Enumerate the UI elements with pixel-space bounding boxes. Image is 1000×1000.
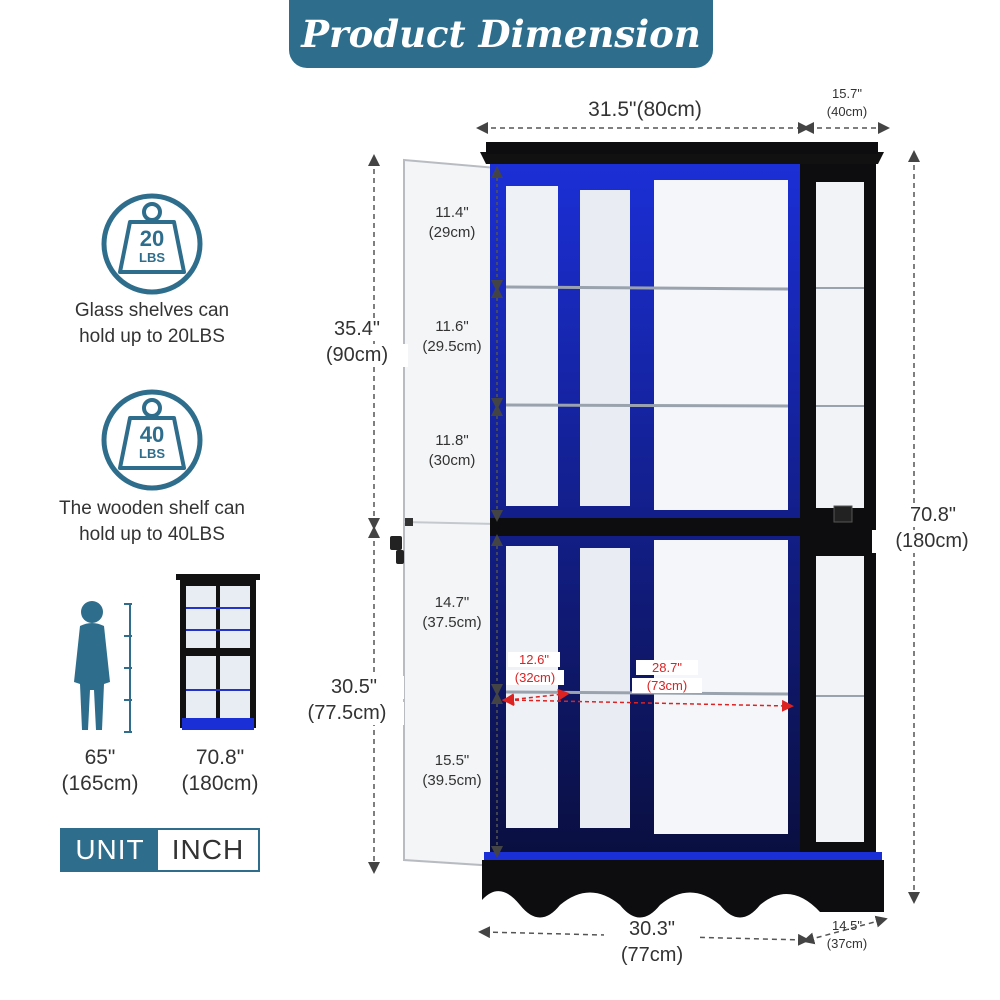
unit-indicator: UNIT INCH bbox=[60, 828, 260, 872]
shelf5-in: 15.5" bbox=[434, 752, 470, 769]
upper-height-in: 35.4" bbox=[312, 318, 402, 341]
unit-value: INCH bbox=[171, 834, 245, 865]
total-height-cm: (180cm) bbox=[872, 530, 992, 553]
lower-height-in: 30.5" bbox=[304, 676, 404, 699]
shelf1-cm: (29cm) bbox=[428, 224, 476, 241]
shelf2-in: 11.6" bbox=[435, 318, 469, 335]
badge-40-unit: LBS bbox=[139, 446, 165, 461]
dimension-lines bbox=[368, 122, 920, 946]
badge-20-unit: LBS bbox=[139, 250, 165, 265]
base-depth-cm: (37cm) bbox=[826, 936, 868, 951]
base-width-in: 30.3" bbox=[604, 918, 700, 941]
page-title: Product Dimension bbox=[289, 0, 713, 68]
badge-40-caption-2: hold up to 40LBS bbox=[79, 524, 225, 545]
inner-width-cm: (73cm) bbox=[632, 678, 702, 693]
lower-height-cm: (77.5cm) bbox=[290, 702, 404, 725]
top-depth-in: 15.7" bbox=[832, 86, 862, 101]
person-height-in: 65" bbox=[84, 746, 116, 769]
display-cabinet bbox=[480, 142, 884, 918]
cabinet-height-in: 70.8" bbox=[195, 746, 245, 769]
inner-dimension-lines bbox=[502, 688, 794, 712]
badge-40-caption-1: The wooden shelf can bbox=[59, 498, 245, 519]
shelf4-cm: (37.5cm) bbox=[422, 614, 482, 631]
cabinet-thumbnail bbox=[176, 574, 260, 730]
shelf3-in: 11.8" bbox=[435, 432, 469, 449]
top-width-label: 31.5"(80cm) bbox=[588, 98, 702, 121]
person-silhouette-icon bbox=[74, 601, 110, 730]
top-depth-cm: (40cm) bbox=[826, 104, 868, 119]
cabinet-height-cm: (180cm) bbox=[181, 772, 259, 795]
inner-width-in: 28.7" bbox=[636, 660, 698, 675]
inner-depth-cm: (32cm) bbox=[506, 670, 564, 685]
badge-20-weight: 20 bbox=[139, 226, 165, 251]
shelf2-cm: (29.5cm) bbox=[422, 338, 482, 355]
badge-20-caption-2: hold up to 20LBS bbox=[79, 326, 225, 347]
height-scale bbox=[124, 603, 132, 733]
shelf5-cm: (39.5cm) bbox=[422, 772, 482, 789]
badge-20-caption-1: Glass shelves can bbox=[74, 300, 230, 321]
inner-depth-in: 12.6" bbox=[508, 652, 560, 667]
person-height-cm: (165cm) bbox=[61, 772, 139, 795]
base-width-cm: (77cm) bbox=[620, 944, 684, 966]
weight-40lbs-icon bbox=[101, 389, 203, 491]
total-height-in: 70.8" bbox=[878, 504, 988, 527]
upper-height-cm: (90cm) bbox=[306, 344, 408, 367]
shelf3-cm: (30cm) bbox=[428, 452, 476, 469]
unit-label: UNIT bbox=[62, 830, 158, 870]
weight-20lbs-icon bbox=[101, 193, 203, 295]
shelf1-in: 11.4" bbox=[435, 204, 469, 221]
badge-40-weight: 40 bbox=[139, 422, 165, 447]
base-depth-in: 14.5" bbox=[832, 918, 862, 933]
shelf4-in: 14.7" bbox=[434, 594, 470, 611]
